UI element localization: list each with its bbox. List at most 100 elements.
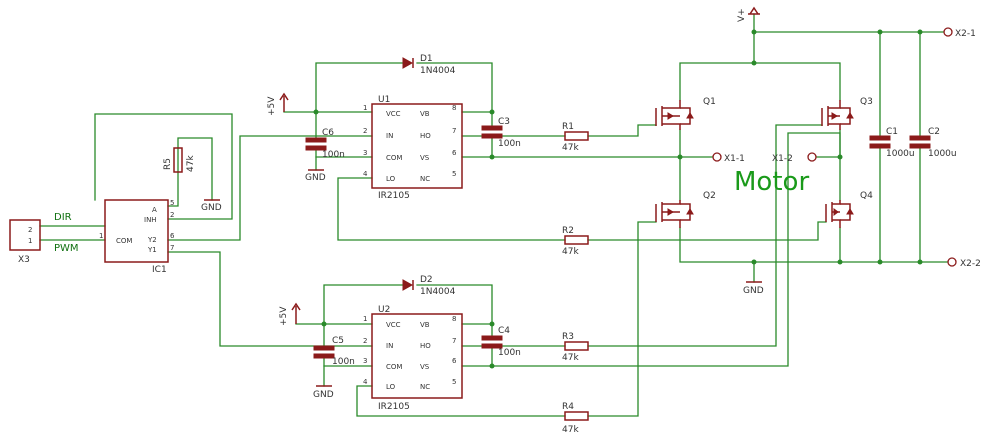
pin-label: VB [420, 321, 430, 329]
value-label: 47k [186, 155, 196, 172]
ref-label: D2 [420, 275, 433, 285]
resistor-body [564, 131, 589, 141]
resistor-r1[interactable]: R1 47k [562, 122, 589, 153]
mosfet-q2[interactable]: Q2 [655, 191, 716, 228]
capacitor-plate [305, 137, 327, 143]
gnd-label: GND [201, 203, 222, 213]
mosfet-q3[interactable]: Q3 [821, 97, 873, 130]
resistor-r4[interactable]: R4 47k [562, 402, 589, 435]
connector-x3[interactable]: 2 1 X3 [9, 219, 41, 265]
gnd-symbol-ic1: GND [201, 199, 222, 213]
pad-label: X1-2 [772, 154, 793, 164]
pin-number: 2 [170, 211, 174, 219]
pin-number: 5 [170, 199, 174, 207]
resistor-r2[interactable]: R2 47k [562, 226, 589, 257]
pin-number: 1 [363, 315, 367, 323]
pin-label: COM [386, 363, 402, 371]
diode-d1[interactable]: D1 1N4004 [402, 54, 456, 76]
capacitor-c2[interactable]: C2 1000u [909, 127, 957, 159]
ref-label: R1 [562, 122, 574, 132]
ic-body [104, 199, 169, 263]
net-label-pwm: PWM [54, 243, 79, 254]
resistor-body [173, 147, 183, 173]
pin-label: IN [386, 132, 393, 140]
ref-label: C6 [322, 128, 334, 138]
pin-label: COM [386, 154, 402, 162]
pin-number: 7 [452, 337, 456, 345]
chip-u1[interactable]: U1 VCC IN COM LO VB HO VS NC 1 2 3 4 8 7… [363, 95, 463, 201]
pad-x2-2[interactable]: X2-2 [947, 257, 981, 269]
wire-d2-left [323, 284, 404, 325]
value-label: 100n [498, 348, 521, 358]
pin-number: 4 [363, 170, 368, 178]
capacitor-plate [909, 143, 931, 149]
gnd-label: GND [305, 173, 326, 183]
capacitor-plate [313, 345, 335, 351]
junction [751, 60, 757, 66]
junction [489, 321, 495, 327]
value-label: 1000u [886, 149, 915, 159]
chip-u2[interactable]: U2 VCC IN COM LO VB HO VS NC 1 2 3 4 8 7… [363, 305, 463, 412]
pin-label: NC [420, 383, 430, 391]
diode-body [402, 279, 414, 291]
pad-label: X2-2 [960, 259, 981, 269]
capacitor-plate [869, 135, 891, 141]
ref-label: Q4 [860, 191, 873, 201]
pin-number: 3 [363, 149, 367, 157]
pin-label: NC [420, 175, 430, 183]
capacitor-c4[interactable]: C4 100n [481, 326, 521, 358]
junction [877, 259, 883, 265]
junction [677, 154, 683, 160]
wire-r1-q1 [587, 124, 657, 137]
pin-number: 2 [363, 127, 367, 135]
value-label: 100n [332, 357, 355, 367]
capacitor-c5[interactable]: C5 100n [313, 336, 355, 367]
ref-label: Q3 [860, 97, 873, 107]
ref-label: Q1 [703, 97, 716, 107]
junction [489, 109, 495, 115]
junction [321, 321, 327, 327]
ref-label: R3 [562, 332, 574, 342]
capacitor-plate [481, 335, 503, 341]
capacitor-plate [305, 145, 327, 151]
resistor-r3[interactable]: R3 47k [562, 332, 589, 363]
capacitor-c1[interactable]: C1 1000u [869, 127, 915, 159]
part-label: IR2105 [378, 402, 410, 412]
pin-label: COM [116, 237, 132, 245]
pin-label: HO [420, 132, 431, 140]
value-label: 100n [322, 150, 345, 160]
wire-ic1-a-loop [167, 137, 213, 207]
capacitor-c3[interactable]: C3 100n [481, 117, 521, 149]
value-label: 1N4004 [420, 287, 456, 297]
net-label-dir: DIR [54, 212, 72, 223]
wire-top-rail [679, 62, 841, 101]
capacitor-c6[interactable]: C6 100n [305, 128, 345, 160]
ref-label: R2 [562, 226, 574, 236]
pin-number: 1 [363, 104, 367, 112]
pin-label: VS [420, 363, 430, 371]
ref-label: D1 [420, 54, 433, 64]
wire-r2-q4 [587, 221, 827, 241]
wire-d2-right [416, 284, 493, 325]
wire-u1-lo [337, 177, 566, 241]
junction [837, 154, 843, 160]
value-label: 100n [498, 139, 521, 149]
ic-body [371, 103, 463, 189]
pin-label: IN [386, 342, 393, 350]
pad-x1-2[interactable]: X1-2 [772, 152, 817, 164]
supply-5v-u2: +5V [279, 302, 301, 326]
resistor-r5[interactable]: R5 47k [163, 147, 196, 173]
pad-x2-1[interactable]: X2-1 [943, 27, 976, 39]
junction [489, 363, 495, 369]
pad-x1-1[interactable]: X1-1 [712, 152, 745, 164]
pin-label: HO [420, 342, 431, 350]
chip-ic1[interactable]: A INH COM Y2 Y1 5 2 1 6 7 IC1 [99, 199, 175, 275]
pin-number: 1 [99, 232, 103, 240]
junction [917, 259, 923, 265]
diode-d2[interactable]: D2 1N4004 [402, 275, 456, 297]
pin-number: 6 [452, 357, 457, 365]
pin-number: 5 [452, 170, 456, 178]
resistor-body [564, 235, 589, 245]
mosfet-q4[interactable]: Q4 [825, 191, 873, 228]
mosfet-q1[interactable]: Q1 [655, 97, 716, 130]
